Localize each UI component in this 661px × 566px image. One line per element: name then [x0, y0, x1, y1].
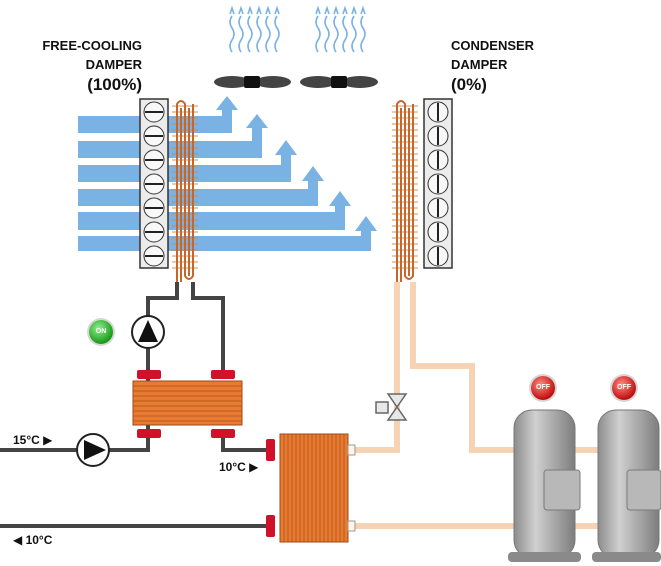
compressor-1-status-badge[interactable]: OFF [531, 376, 555, 400]
pump-status-badge[interactable]: ON [89, 320, 113, 344]
fan-icon [300, 76, 378, 88]
refrigerant-pipes [348, 282, 598, 529]
condenser-damper-title-line2: DAMPER [451, 57, 508, 72]
compressor-1 [508, 409, 581, 562]
intermediate-temperature: 10°C ▶ [219, 460, 259, 474]
free-cooling-damper [139, 98, 169, 269]
evaporator-heat-exchanger [266, 433, 356, 543]
compressor-2-status-badge[interactable]: OFF [612, 376, 636, 400]
condenser-damper-title: CONDENSER DAMPER [451, 36, 561, 74]
pump-icon [76, 433, 110, 467]
free-cooling-coil [172, 100, 198, 282]
expansion-valve-icon [375, 393, 408, 421]
condenser-damper-percent: (0%) [451, 75, 487, 94]
fan-icon [214, 76, 291, 88]
condenser-coil [392, 100, 418, 282]
condenser-damper [423, 98, 453, 269]
airflow-arrows [78, 96, 377, 251]
inlet-temperature: 15°C ▶ [13, 433, 53, 447]
free-cooling-damper-title-line1: FREE-COOLING [42, 38, 142, 53]
hot-air-exhaust-icon [229, 5, 280, 53]
outlet-temperature: ◀ 10°C [13, 533, 53, 547]
free-cooling-heat-exchanger [132, 370, 243, 438]
compressor-2 [592, 409, 661, 562]
hot-air-exhaust-icon [315, 5, 366, 53]
water-pipes [0, 282, 270, 528]
free-cooling-damper-percent: (100%) [87, 75, 142, 94]
condenser-damper-title-line1: CONDENSER [451, 38, 535, 53]
free-cooling-damper-title-line2: DAMPER [85, 57, 142, 72]
pump-icon [131, 315, 165, 349]
free-cooling-damper-title: FREE-COOLING DAMPER [42, 36, 142, 74]
